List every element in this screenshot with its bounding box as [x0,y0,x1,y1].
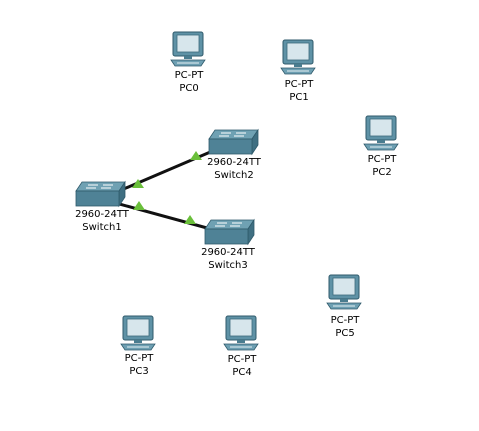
device-type-label: 2960-24TT [207,157,261,168]
device-name-label: Switch2 [214,170,254,181]
device-pc2[interactable] [361,114,401,154]
device-name-label: PC2 [372,167,392,178]
device-name-label: Switch1 [82,222,122,233]
device-name-label: PC0 [179,83,199,94]
device-name-label: PC3 [129,366,149,377]
device-pc4[interactable] [221,314,261,354]
link-switch1-switch2[interactable] [111,145,223,196]
device-type-label: PC-PT [284,79,314,90]
device-pc1[interactable] [278,38,318,78]
device-switch2[interactable] [207,128,259,156]
device-type-label: PC-PT [124,353,154,364]
device-name-label: PC1 [289,92,309,103]
pc-icon [363,115,399,151]
pc-icon [120,315,156,351]
device-switch3[interactable] [203,218,255,246]
link-status-indicator [133,201,145,210]
device-type-label: PC-PT [227,354,257,365]
switch-icon [208,128,259,156]
link-status-indicator [190,151,202,160]
pc-icon [280,39,316,75]
device-type-label: 2960-24TT [201,247,255,258]
link-status-indicator [132,179,144,188]
device-type-label: PC-PT [330,315,360,326]
pc-icon [326,274,362,310]
pc-icon [170,31,206,67]
device-name-label: PC5 [335,328,355,339]
device-type-label: 2960-24TT [75,209,129,220]
device-switch1[interactable] [74,180,126,208]
pc-icon [223,315,259,351]
device-type-label: PC-PT [174,70,204,81]
device-pc0[interactable] [168,30,208,70]
device-pc3[interactable] [118,314,158,354]
device-name-label: PC4 [232,367,252,378]
device-pc5[interactable] [324,273,364,313]
device-name-label: Switch3 [208,260,248,271]
link-status-indicator [184,215,196,224]
switch-icon [204,218,255,246]
device-type-label: PC-PT [367,154,397,165]
link-switch1-switch3[interactable] [111,200,219,233]
switch-icon [75,180,126,208]
